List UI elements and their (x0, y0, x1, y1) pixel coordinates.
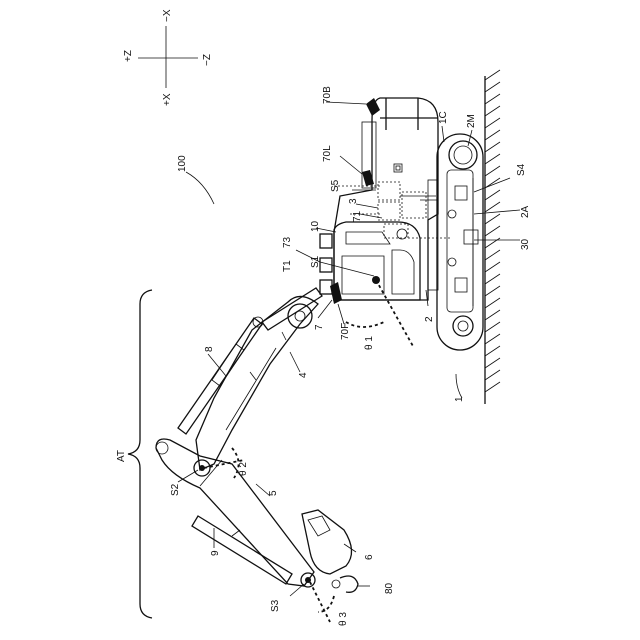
ground-hatch-mark (485, 250, 500, 260)
ground-hatch-mark (485, 166, 500, 176)
ground-hatch-mark (485, 382, 500, 392)
angle-indicators (204, 276, 414, 622)
label-2M: 2M (466, 114, 477, 128)
hook (332, 576, 358, 592)
label-S2: S2 (170, 483, 181, 496)
label-8: 8 (204, 346, 215, 352)
bucket (301, 510, 352, 587)
label-100: 100 (177, 155, 188, 172)
label-S4: S4 (516, 163, 527, 176)
ground-hatch-mark (485, 238, 500, 248)
ground-hatch-mark (485, 310, 500, 320)
axis-cross (138, 26, 198, 88)
label-2A: 2A (520, 205, 531, 218)
ground-hatch-mark (485, 82, 500, 92)
ground-hatch-mark (485, 214, 500, 224)
bucket-cylinder (192, 516, 292, 584)
ground-hatch-mark (485, 358, 500, 368)
internal-controllers (334, 182, 452, 238)
axis-minus-z: −Z (202, 54, 213, 66)
ground-hatch-mark (485, 286, 500, 296)
label-T1: T1 (282, 260, 293, 272)
crawler-track (437, 134, 483, 350)
at-bracket (128, 290, 152, 618)
axis-minus-x: −X (162, 9, 173, 22)
label-30: 30 (520, 238, 531, 250)
label-S5: S5 (330, 179, 341, 192)
label-73: 73 (282, 236, 293, 248)
ground-hatch-mark (485, 118, 500, 128)
label-70F: 70F (340, 323, 351, 340)
label-3: 3 (348, 198, 359, 204)
ground-hatch-mark (485, 346, 500, 356)
ground-hatch-mark (485, 130, 500, 140)
ground-hatch-mark (485, 202, 500, 212)
axis-plus-x: +X (162, 93, 173, 106)
ground-hatch-mark (485, 298, 500, 308)
label-1: 1 (454, 396, 465, 402)
label-AT: AT (116, 450, 127, 462)
ground-hatch-mark (485, 142, 500, 152)
label-10: 10 (310, 220, 321, 232)
label-70L: 70L (322, 145, 333, 162)
reference-labels: 100 70B 70L 1C 2M S4 2A 30 S5 3 71 10 73… (116, 86, 531, 626)
ground (485, 70, 500, 404)
label-theta1: θ 1 (364, 336, 375, 350)
label-71: 71 (352, 210, 363, 222)
ground-hatch-mark (485, 106, 500, 116)
ground-hatch-mark (485, 262, 500, 272)
label-2: 2 (424, 316, 435, 322)
ground-hatch-mark (485, 322, 500, 332)
label-S1: S1 (310, 255, 321, 268)
label-80: 80 (384, 582, 395, 594)
label-5: 5 (268, 490, 279, 496)
axis-plus-z: +Z (123, 50, 134, 62)
arm-cylinder (178, 317, 263, 434)
ground-hatch-mark (485, 190, 500, 200)
ground-hatch-mark (485, 274, 500, 284)
label-6: 6 (364, 554, 375, 560)
label-1C: 1C (438, 111, 449, 124)
ground-hatch-mark (485, 226, 500, 236)
label-theta3: θ 3 (338, 612, 349, 626)
label-theta2: θ 2 (238, 462, 249, 476)
boom (196, 296, 318, 470)
label-70B: 70B (322, 86, 333, 104)
label-7: 7 (314, 324, 325, 330)
ground-hatch-mark (485, 334, 500, 344)
label-S3: S3 (270, 599, 281, 612)
label-9: 9 (210, 550, 221, 556)
label-4: 4 (298, 372, 309, 378)
ground-hatch-mark (485, 154, 500, 164)
ground-hatch-mark (485, 94, 500, 104)
ground-hatch-mark (485, 370, 500, 380)
ground-hatch-mark (485, 70, 500, 80)
